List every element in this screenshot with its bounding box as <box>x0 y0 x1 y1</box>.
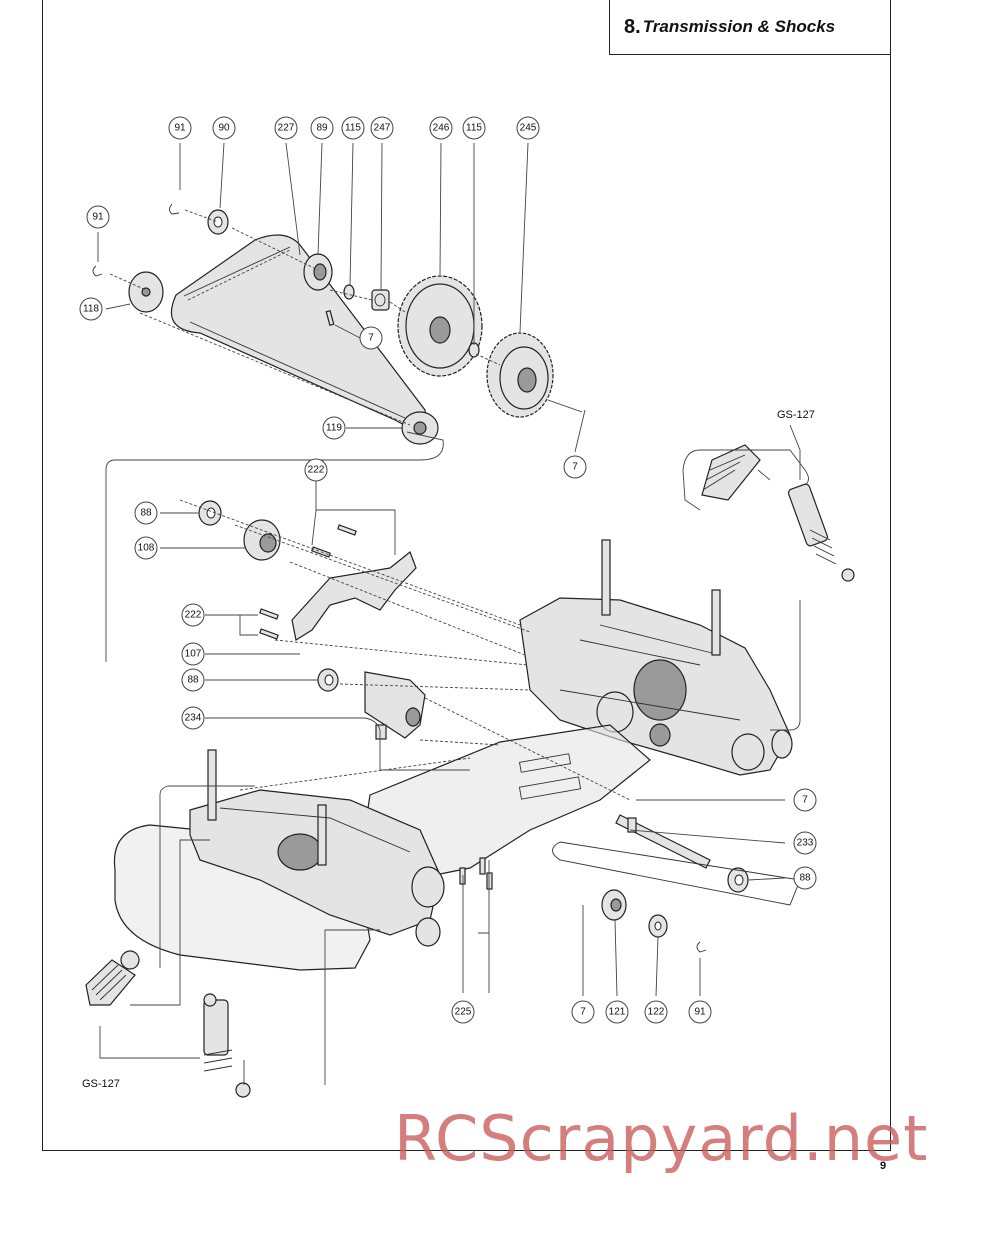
screws-225 <box>459 857 493 890</box>
svg-text:121: 121 <box>609 1007 626 1018</box>
svg-text:227: 227 <box>278 123 295 134</box>
callout-222-top: 222 <box>304 458 328 482</box>
svg-text:7: 7 <box>572 462 578 473</box>
shock-gs127-front-right <box>203 993 251 1098</box>
callout-115-a: 115 <box>341 116 365 140</box>
callout-91-left: 91 <box>86 205 110 229</box>
section-title-text: Transmission & Shocks <box>642 17 836 36</box>
screws-222-mid <box>259 608 279 640</box>
bearing-247 <box>371 289 390 311</box>
gear-245 <box>486 332 554 418</box>
svg-text:247: 247 <box>374 123 391 134</box>
bulkhead <box>291 551 417 641</box>
callout-89: 89 <box>310 116 334 140</box>
pulley-121 <box>601 889 627 921</box>
pulley-118 <box>128 271 164 313</box>
callout-247: 247 <box>370 116 394 140</box>
clip-91-bottom <box>696 941 707 953</box>
callout-90: 90 <box>212 116 236 140</box>
clip-91-left <box>92 265 103 277</box>
svg-text:107: 107 <box>185 649 202 660</box>
rear-gearbox <box>519 539 793 776</box>
pulley-89 <box>303 253 333 291</box>
callout-122: 122 <box>644 1000 668 1024</box>
clip-91-top <box>169 203 180 215</box>
callout-7-c: 7 <box>793 788 817 812</box>
svg-text:225: 225 <box>455 1007 472 1018</box>
bearing-88-b <box>317 668 339 692</box>
svg-text:246: 246 <box>433 123 450 134</box>
svg-text:115: 115 <box>466 123 482 134</box>
shock-gs127-rear-upper <box>701 444 761 501</box>
watermark: RCScrapyard.net <box>394 1102 929 1175</box>
callout-233: 233 <box>793 831 817 855</box>
shock-gs127-front-left <box>85 950 140 1006</box>
svg-text:222: 222 <box>308 465 325 476</box>
callout-88-c: 88 <box>793 866 817 890</box>
svg-text:234: 234 <box>185 713 202 724</box>
washer-122 <box>648 914 668 938</box>
callout-121: 121 <box>605 1000 629 1024</box>
screws-222-top <box>311 524 357 558</box>
callout-91-bottom: 91 <box>688 1000 712 1024</box>
svg-text:115: 115 <box>345 123 361 134</box>
callout-119: 119 <box>322 416 346 440</box>
section-number: 8. <box>624 15 641 38</box>
gear-246 <box>397 275 483 377</box>
svg-text:122: 122 <box>648 1007 665 1018</box>
svg-text:233: 233 <box>797 838 814 849</box>
callout-91-top: 91 <box>168 116 192 140</box>
svg-text:7: 7 <box>802 795 808 806</box>
pin-7-a <box>325 309 335 327</box>
page-frame <box>42 0 891 1151</box>
svg-text:118: 118 <box>83 304 99 315</box>
callout-225: 225 <box>451 1000 475 1024</box>
label-gs127-bottom: GS-127 <box>82 1078 120 1090</box>
shaft-233 <box>615 814 711 869</box>
svg-text:88: 88 <box>799 873 811 884</box>
callout-118: 118 <box>79 297 103 321</box>
washer-115-a <box>343 284 355 300</box>
callout-7-a: 7 <box>359 326 383 350</box>
svg-text:222: 222 <box>185 610 202 621</box>
svg-text:108: 108 <box>138 543 155 554</box>
callout-245: 245 <box>516 116 540 140</box>
shaft-7-b <box>547 399 583 413</box>
bearing-88-c <box>727 867 749 893</box>
callout-108: 108 <box>134 536 158 560</box>
callout-227: 227 <box>274 116 298 140</box>
callout-234: 234 <box>181 706 205 730</box>
page-number: 9 <box>880 1160 887 1172</box>
label-gs127-top: GS-127 <box>777 409 815 421</box>
callout-7-b: 7 <box>563 455 587 479</box>
svg-text:7: 7 <box>368 333 374 344</box>
svg-text:245: 245 <box>520 123 537 134</box>
pulley-108 <box>243 519 281 561</box>
svg-text:89: 89 <box>316 123 328 134</box>
svg-text:91: 91 <box>92 212 104 223</box>
belt-227 <box>170 234 427 429</box>
callout-246: 246 <box>429 116 453 140</box>
svg-text:119: 119 <box>326 423 342 434</box>
svg-text:7: 7 <box>580 1007 586 1018</box>
shock-gs127-rear-right <box>787 483 855 582</box>
callout-7-d: 7 <box>571 1000 595 1024</box>
svg-text:91: 91 <box>174 123 186 134</box>
svg-text:90: 90 <box>218 123 230 134</box>
callout-88-a: 88 <box>134 501 158 525</box>
callout-222-mid: 222 <box>181 603 205 627</box>
svg-text:91: 91 <box>694 1007 706 1018</box>
section-title: 8. Transmission & Shocks <box>609 0 891 55</box>
bearing-88-a <box>198 500 222 526</box>
callout-115-b: 115 <box>462 116 486 140</box>
callout-88-b: 88 <box>181 668 205 692</box>
svg-text:88: 88 <box>140 508 152 519</box>
pulley-119 <box>401 411 439 445</box>
mount-234 <box>364 671 426 740</box>
front-end-assembly <box>113 749 445 971</box>
callout-107: 107 <box>181 642 205 666</box>
svg-text:88: 88 <box>187 675 199 686</box>
